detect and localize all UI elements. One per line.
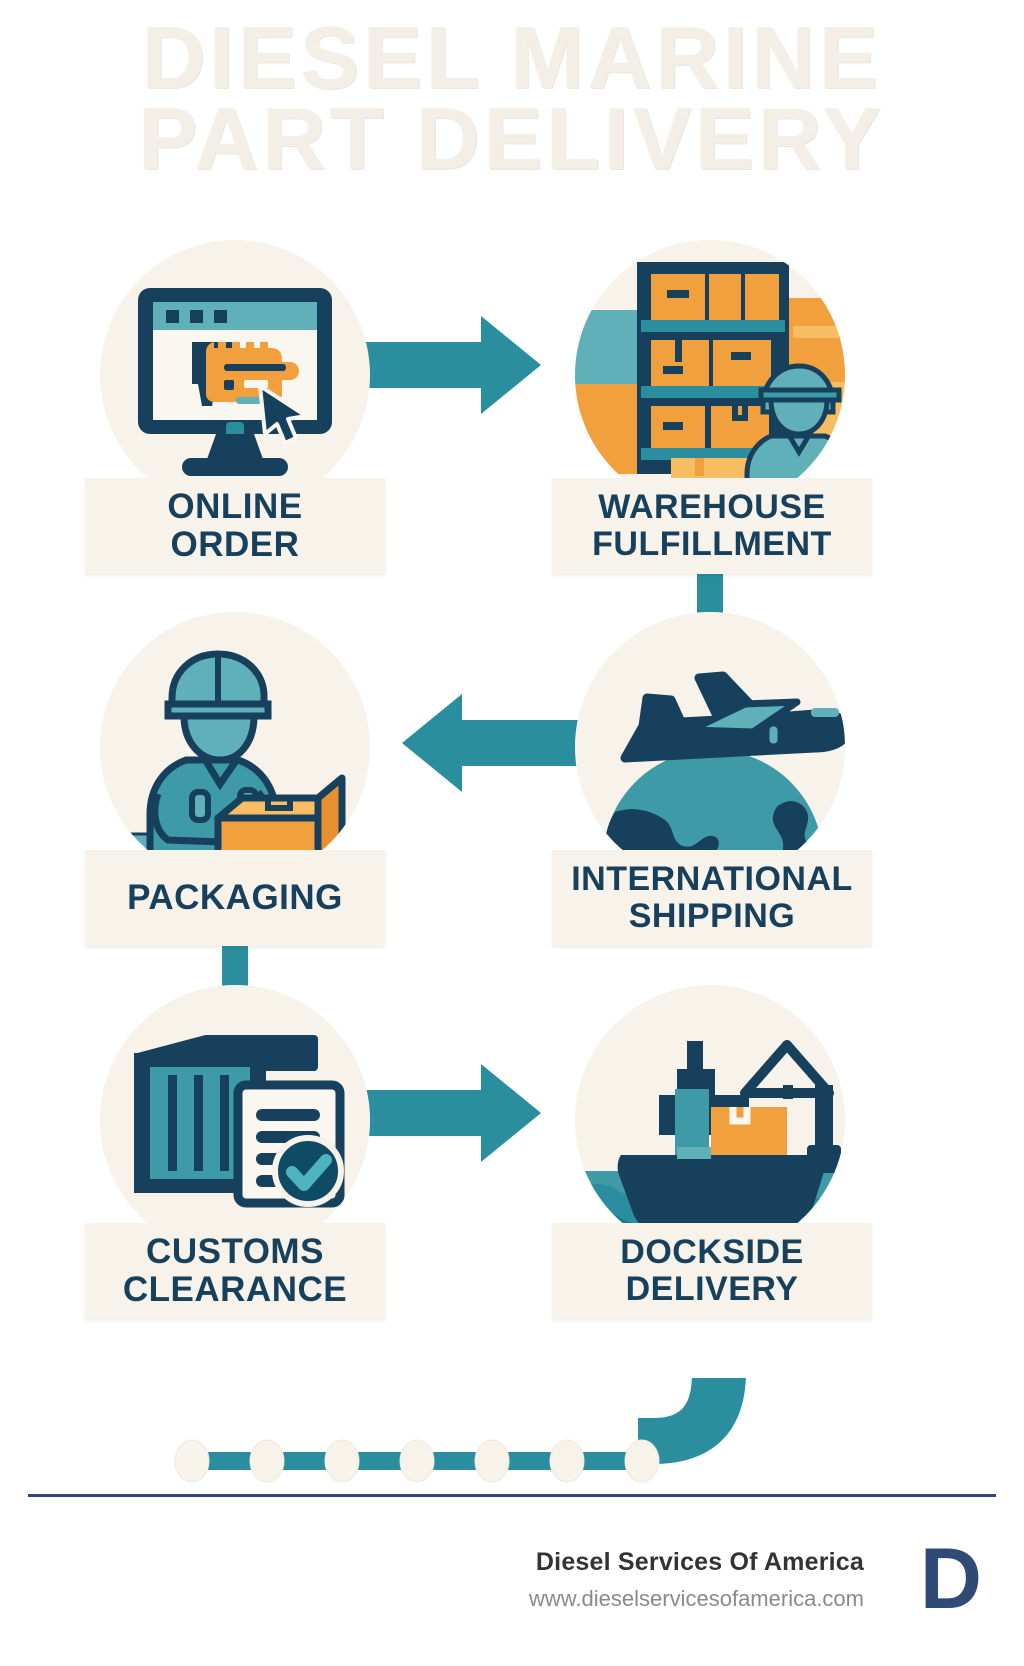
process-flow-diagram: ONLINE ORDER bbox=[0, 240, 1024, 1350]
step-label-panel-customs-clearance: CUSTOMS CLEARANCE bbox=[85, 1223, 385, 1319]
step-label-dockside-delivery: DOCKSIDE DELIVERY bbox=[620, 1233, 804, 1308]
step-label-packaging: PACKAGING bbox=[127, 878, 343, 918]
step-label-panel-online-order: ONLINE ORDER bbox=[85, 478, 385, 574]
international-shipping-icon-circle bbox=[575, 612, 845, 882]
step-label-panel-dockside-delivery: DOCKSIDE DELIVERY bbox=[552, 1223, 872, 1319]
step-label-panel-packaging: PACKAGING bbox=[85, 850, 385, 946]
arrow-shipping-to-packaging bbox=[402, 694, 588, 792]
connector-packaging-to-customs bbox=[222, 946, 248, 992]
page-title: DIESEL MARINE PART DELIVERY bbox=[0, 8, 1024, 188]
step-label-panel-international-shipping: INTERNATIONAL SHIPPING bbox=[552, 850, 872, 946]
step-node-online-order[interactable]: ONLINE ORDER bbox=[85, 240, 385, 590]
footer: Diesel Services Of America www.dieselser… bbox=[0, 1510, 1024, 1666]
dockside-icon-circle bbox=[575, 985, 845, 1255]
step-node-dockside-delivery[interactable]: DOCKSIDE DELIVERY bbox=[552, 985, 872, 1335]
brand-logo-d-icon: D bbox=[919, 1531, 982, 1627]
step-label-warehouse-fulfillment: WAREHOUSE FULFILLMENT bbox=[592, 488, 832, 563]
cargo-ship-crane-icon bbox=[575, 985, 845, 1255]
footer-website-url[interactable]: www.dieselservicesofamerica.com bbox=[529, 1586, 864, 1611]
container-document-check-icon bbox=[100, 985, 370, 1255]
timeline-dot bbox=[549, 1439, 585, 1483]
footer-company-name: Diesel Services Of America bbox=[535, 1548, 864, 1576]
footer-text-block: Diesel Services Of America www.dieselser… bbox=[529, 1548, 864, 1612]
step-label-panel-warehouse-fulfillment: WAREHOUSE FULFILLMENT bbox=[552, 478, 872, 574]
timeline-dot bbox=[249, 1439, 285, 1483]
step-node-international-shipping[interactable]: INTERNATIONAL SHIPPING bbox=[552, 612, 872, 962]
customs-icon-circle bbox=[100, 985, 370, 1255]
worker-packing-box-icon bbox=[100, 612, 370, 882]
online-order-monitor-icon bbox=[138, 288, 332, 476]
packaging-icon-circle bbox=[100, 612, 370, 882]
timeline-dot bbox=[399, 1439, 435, 1483]
warehouse-shelves-worker-icon bbox=[575, 240, 845, 510]
page-title-line-2: PART DELIVERY bbox=[138, 88, 886, 188]
step-node-packaging[interactable]: PACKAGING bbox=[85, 612, 385, 962]
timeline-dot bbox=[174, 1439, 210, 1483]
arrow-online-to-warehouse bbox=[355, 316, 541, 414]
timeline-track bbox=[174, 1378, 746, 1483]
timeline-dot bbox=[474, 1439, 510, 1483]
footer-divider bbox=[28, 1494, 996, 1497]
step-label-online-order: ONLINE ORDER bbox=[167, 487, 303, 564]
arrow-customs-to-dockside bbox=[355, 1064, 541, 1162]
online-order-icon-circle bbox=[100, 240, 370, 510]
warehouse-icon-circle bbox=[575, 240, 845, 510]
airplane-globe-icon bbox=[575, 612, 845, 882]
step-node-warehouse-fulfillment[interactable]: WAREHOUSE FULFILLMENT bbox=[552, 240, 872, 590]
timeline-dot bbox=[324, 1439, 360, 1483]
step-label-customs-clearance: CUSTOMS CLEARANCE bbox=[122, 1232, 348, 1309]
step-node-customs-clearance[interactable]: CUSTOMS CLEARANCE bbox=[85, 985, 385, 1335]
connector-dockside-to-timeline bbox=[638, 1378, 746, 1464]
step-label-international-shipping: INTERNATIONAL SHIPPING bbox=[571, 860, 853, 935]
timeline-dot bbox=[624, 1439, 660, 1483]
page-title-line-1: DIESEL MARINE bbox=[142, 8, 882, 107]
